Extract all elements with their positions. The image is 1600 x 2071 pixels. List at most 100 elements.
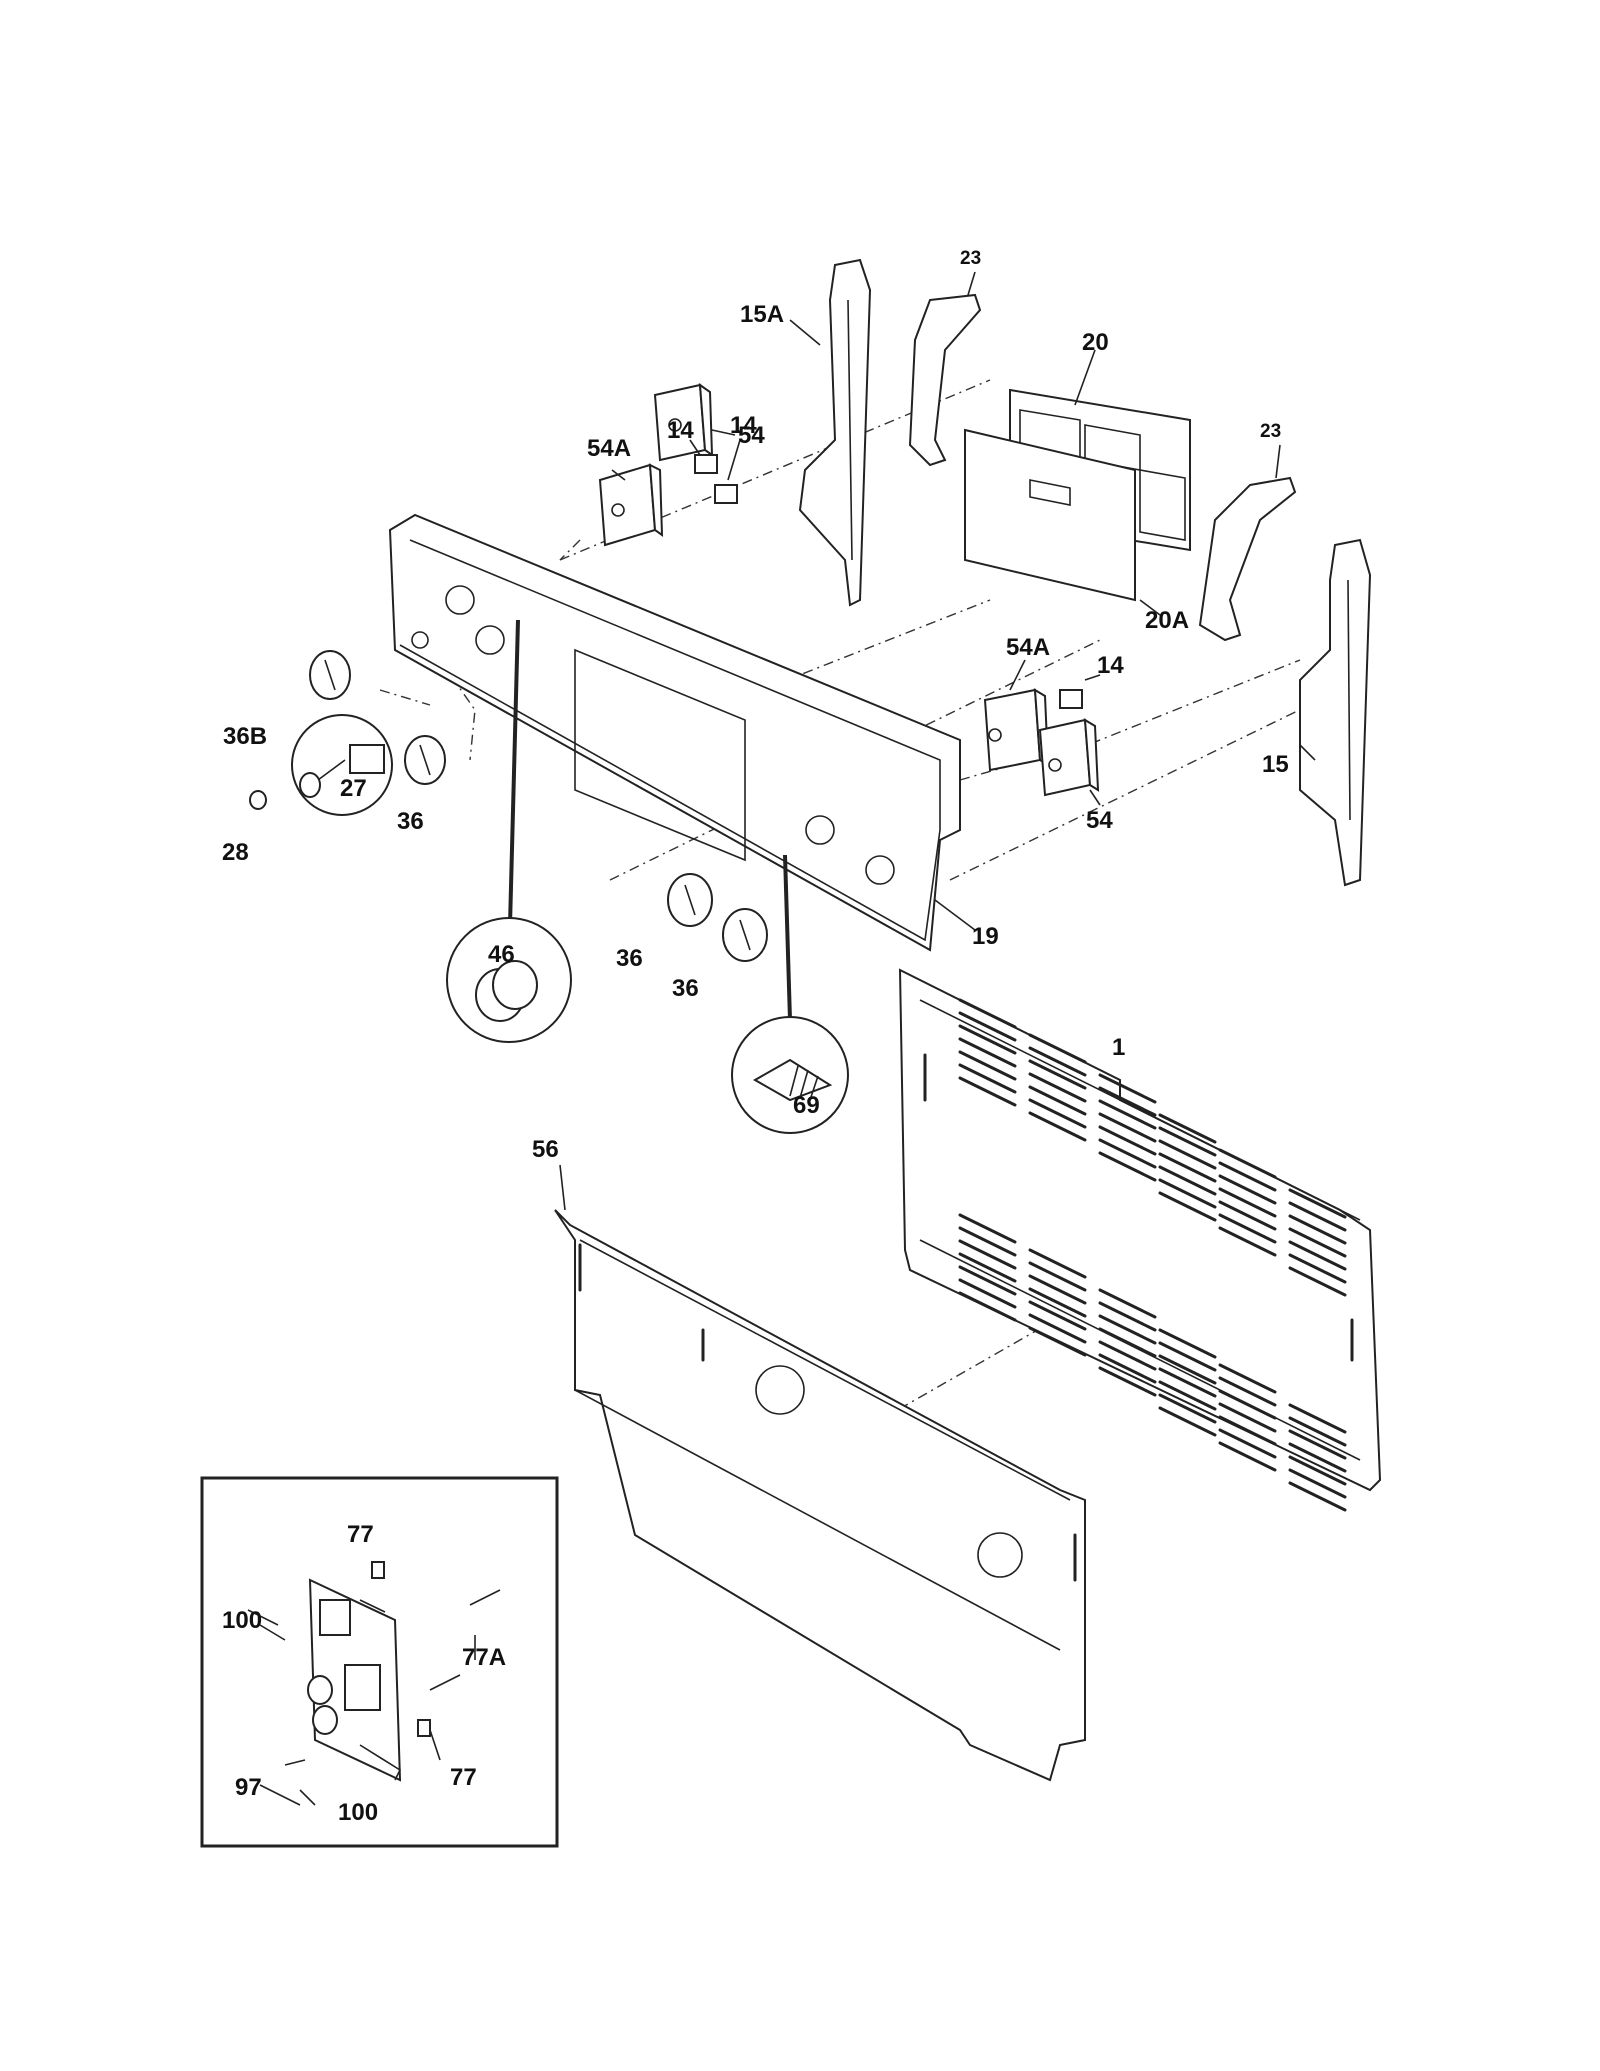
inset-46 <box>446 619 572 1043</box>
vent-louver <box>1288 1188 1347 1219</box>
vent-louver <box>1098 1151 1157 1182</box>
vent-louver <box>1158 1139 1217 1170</box>
vent-louver <box>1218 1161 1277 1192</box>
label-1: 1 <box>1112 1034 1125 1061</box>
rear-panel-slots <box>923 1053 1354 1362</box>
vent-louver <box>1158 1406 1217 1437</box>
vent-louver <box>1218 1213 1277 1244</box>
label-46: 46 <box>488 941 515 968</box>
vent-louver <box>1028 1287 1087 1318</box>
vent-louver <box>958 1037 1017 1068</box>
vent-louver <box>1288 1403 1347 1434</box>
vent-louver <box>958 1252 1017 1283</box>
vent-louver <box>1098 1073 1157 1104</box>
vent-louver <box>958 1226 1017 1257</box>
vent-louver <box>1218 1428 1277 1459</box>
control-panel <box>388 513 976 952</box>
vent-louver <box>958 1076 1017 1107</box>
label-28: 28 <box>222 839 249 866</box>
vent-louver <box>1028 1072 1087 1103</box>
vent-louver <box>1288 1468 1347 1499</box>
vent-louver <box>1098 1288 1157 1319</box>
vent-louver <box>1158 1354 1217 1385</box>
vent-louver <box>1098 1138 1157 1169</box>
label-56: 56 <box>532 1136 559 1163</box>
vent-louver <box>1098 1125 1157 1156</box>
vent-louver <box>1218 1402 1277 1433</box>
vent-louver <box>958 1265 1017 1296</box>
vent-louver <box>1218 1389 1277 1420</box>
vent-louver <box>1218 1148 1277 1179</box>
indicator-14-right <box>1059 674 1101 709</box>
vent-louver <box>1288 1442 1347 1473</box>
vent-louver <box>1218 1415 1277 1446</box>
vent-louver <box>958 1011 1017 1042</box>
vent-louver <box>958 998 1017 1029</box>
lower-panel <box>554 1164 1086 1782</box>
vent-louver <box>1288 1214 1347 1245</box>
vent-louver <box>958 1063 1017 1094</box>
vent-louver <box>1028 1046 1087 1077</box>
vent-louver <box>1218 1174 1277 1205</box>
switch-54a-right <box>983 659 1050 772</box>
label-54-b: 54 <box>1086 807 1113 834</box>
vent-louver <box>958 1291 1017 1322</box>
vent-louver <box>1158 1328 1217 1359</box>
vent-louver <box>1028 1313 1087 1344</box>
vent-louver <box>958 1278 1017 1309</box>
vent-louver <box>1158 1165 1217 1196</box>
vent-louver <box>1158 1152 1217 1183</box>
label-14-a: 14 <box>667 417 694 444</box>
vent-louver <box>1218 1363 1277 1394</box>
knob-36-right-a <box>667 873 713 927</box>
vent-louver <box>1028 1248 1087 1279</box>
vent-louver <box>1158 1113 1217 1144</box>
label-36b: 36B <box>223 723 267 750</box>
label-20: 20 <box>1082 329 1109 356</box>
knob-36-right-b <box>722 908 768 962</box>
vent-louver <box>1098 1327 1157 1358</box>
label-27: 27 <box>340 775 367 802</box>
inset-box-control <box>200 1476 559 1848</box>
vent-louver <box>1218 1376 1277 1407</box>
vent-louver <box>1288 1429 1347 1460</box>
vent-louver <box>1098 1353 1157 1384</box>
vent-louver <box>1288 1253 1347 1284</box>
vent-louver <box>958 1024 1017 1055</box>
vent-louver <box>1288 1201 1347 1232</box>
label-36-c: 36 <box>672 975 699 1002</box>
vent-louver <box>1098 1086 1157 1117</box>
label-19: 19 <box>972 923 999 950</box>
label-69: 69 <box>793 1092 820 1119</box>
vent-louver <box>1158 1380 1217 1411</box>
vent-louver <box>1158 1341 1217 1372</box>
control-overlay <box>964 428 1161 616</box>
indicator-14-upper <box>689 439 741 504</box>
rear-panel-vents <box>958 998 1347 1512</box>
vent-louver <box>1098 1301 1157 1332</box>
label-36-b: 36 <box>616 945 643 972</box>
vent-louver <box>1288 1481 1347 1512</box>
inset-69 <box>731 854 849 1134</box>
vent-louver <box>1218 1187 1277 1218</box>
label-14-c: 14 <box>1097 652 1124 679</box>
label-54-a: 54 <box>738 422 765 449</box>
switch-54a-upper <box>598 463 664 547</box>
knob-36b <box>309 650 351 700</box>
vent-louver <box>1158 1191 1217 1222</box>
label-23-b: 23 <box>1260 421 1281 442</box>
knob-36-left <box>404 735 446 785</box>
switch-54-upper <box>653 382 736 462</box>
seal-28 <box>249 790 267 810</box>
vent-louver <box>1028 1326 1087 1357</box>
vent-louver <box>1218 1441 1277 1472</box>
inset-27 <box>291 714 393 816</box>
vent-louver <box>958 1239 1017 1270</box>
label-54a-upper: 54A <box>587 435 631 462</box>
vent-louver <box>1028 1098 1087 1129</box>
vent-louver <box>1028 1274 1087 1305</box>
vent-louver <box>958 1213 1017 1244</box>
vent-louver <box>1028 1085 1087 1116</box>
vent-louver <box>1288 1455 1347 1486</box>
